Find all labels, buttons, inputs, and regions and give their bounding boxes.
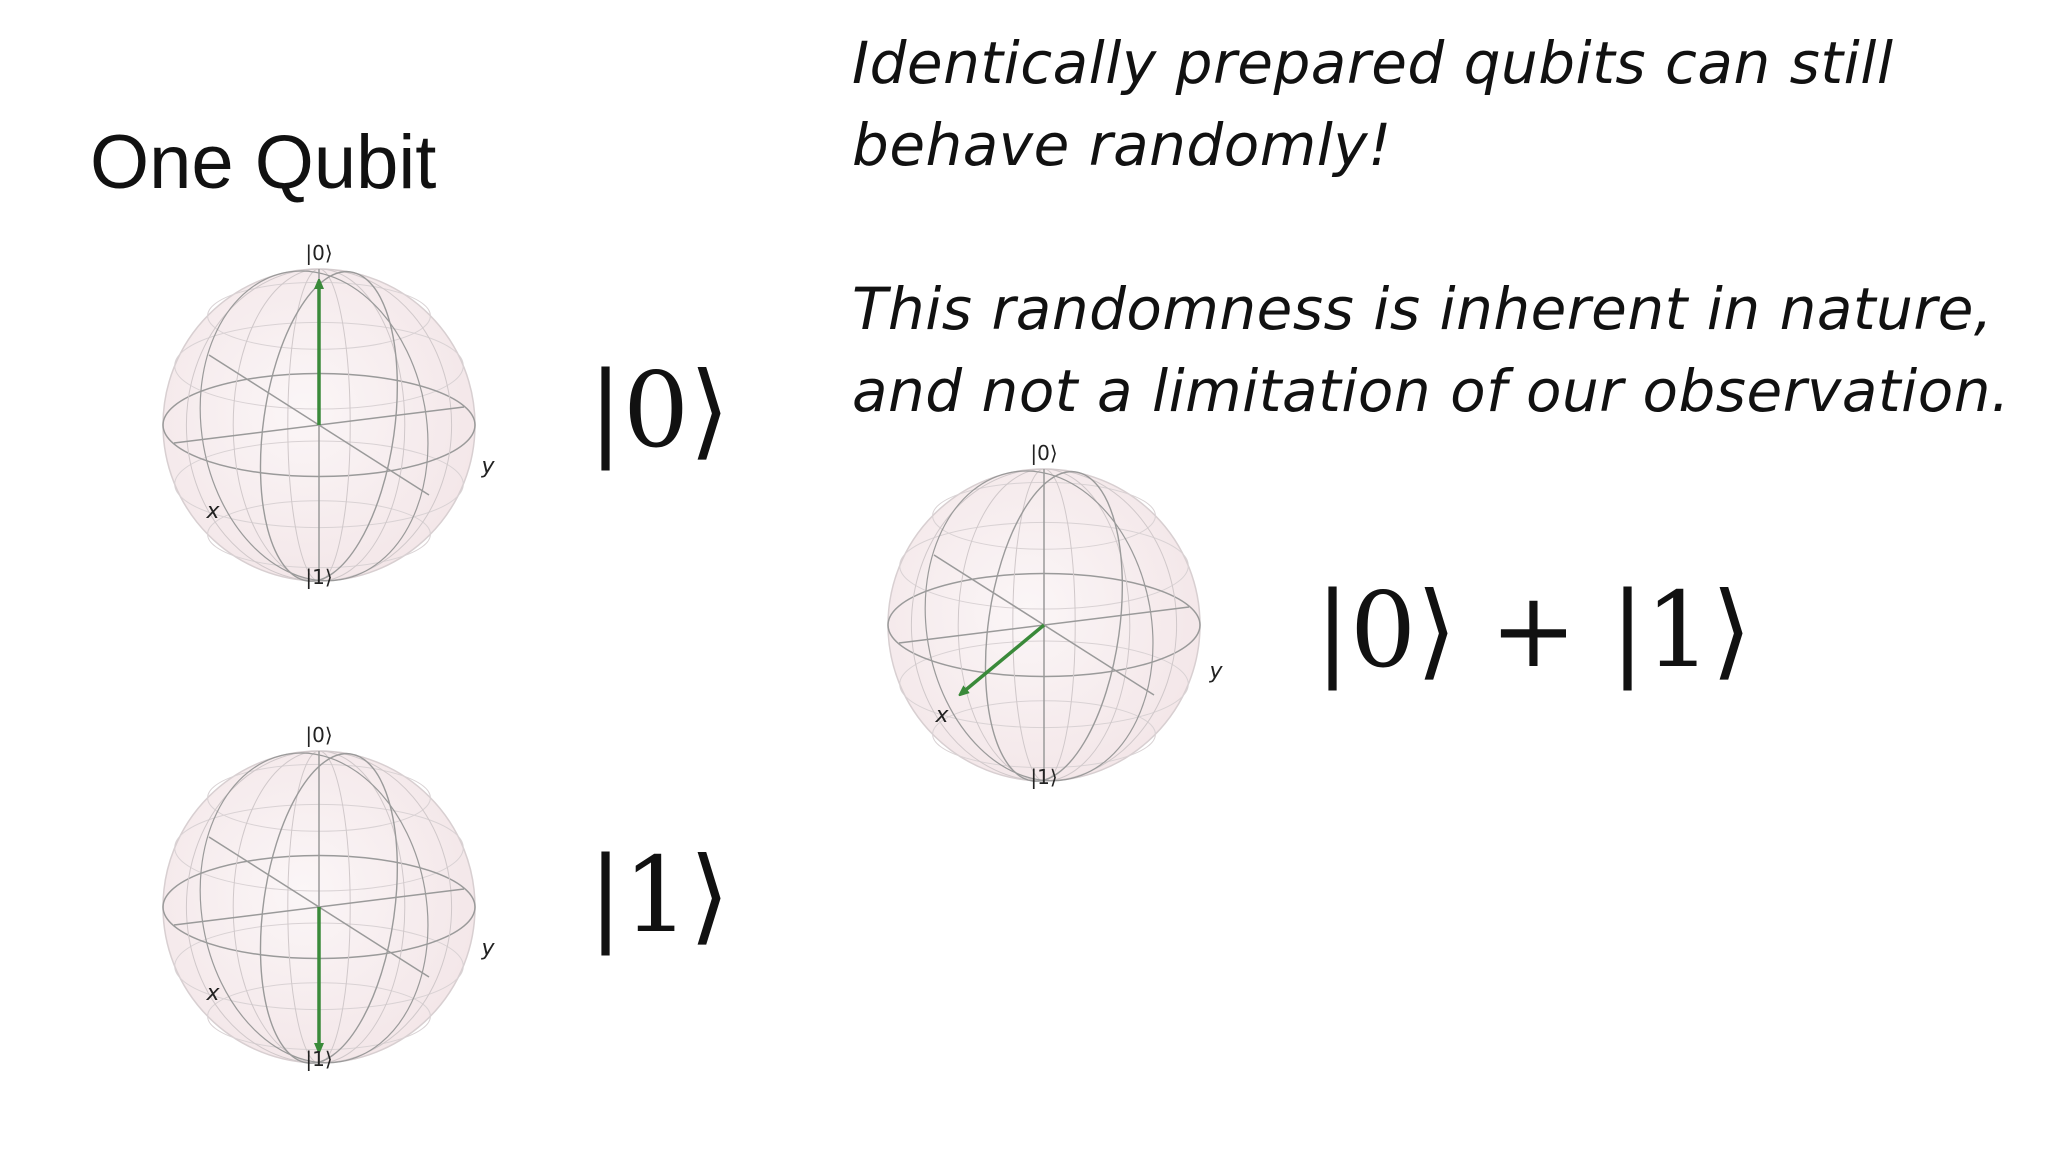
ket-zero: |0⟩	[588, 349, 730, 471]
meridian-main	[199, 270, 429, 582]
bloch-y-label: y	[480, 936, 495, 961]
bloch-sphere-superposition: |0⟩ |1⟩ x y	[887, 441, 1223, 789]
sphere-body	[162, 750, 476, 1064]
bloch-y-label: y	[1208, 659, 1223, 684]
ket-superposition: |0⟩ + |1⟩	[1315, 569, 1752, 691]
ket-one: |1⟩	[588, 834, 730, 956]
bloch-bottom-label: |1⟩	[305, 565, 332, 589]
meridian-main	[984, 470, 1124, 782]
bloch-sphere-zero: |0⟩ |1⟩ x y	[162, 241, 495, 589]
sphere-body	[162, 268, 476, 582]
bloch-top-label: |0⟩	[305, 241, 332, 265]
sphere-body	[887, 468, 1201, 782]
quote-randomness: Identically prepared qubits can still be…	[852, 29, 1894, 179]
meridian-main	[924, 470, 1154, 782]
bloch-top-label: |0⟩	[305, 723, 332, 747]
bloch-x-label: x	[205, 499, 220, 524]
quote-nature: This randomness is inherent in nature, a…	[852, 275, 2010, 425]
bloch-y-label: y	[480, 454, 495, 479]
bloch-top-label: |0⟩	[1030, 441, 1057, 465]
state-vector	[962, 623, 1046, 693]
meridian-main	[259, 752, 399, 1064]
bloch-x-label: x	[934, 703, 949, 728]
bloch-x-label: x	[205, 981, 220, 1006]
bloch-bottom-label: |1⟩	[1030, 765, 1057, 789]
bloch-sphere-one: |0⟩ |1⟩ x y	[162, 723, 495, 1071]
meridian-main	[259, 270, 399, 582]
meridian-main	[199, 752, 429, 1064]
slide-title: One Qubit	[90, 120, 437, 205]
bloch-bottom-label: |1⟩	[305, 1047, 332, 1071]
